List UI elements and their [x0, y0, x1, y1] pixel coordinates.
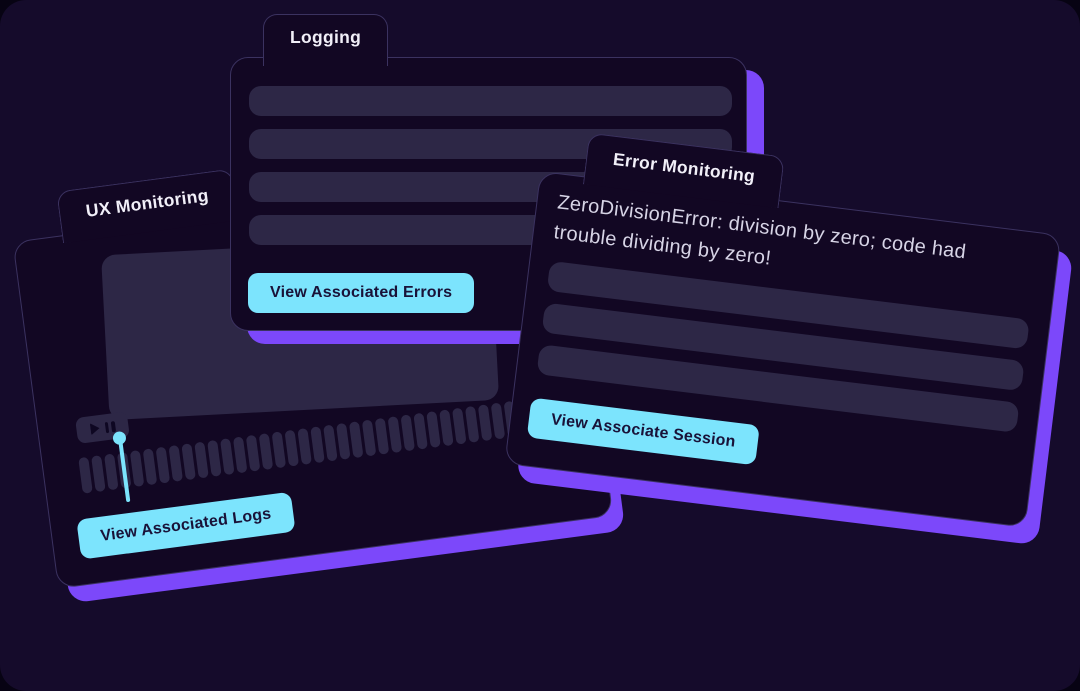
stack-trace-placeholder [505, 172, 1060, 527]
timeline-tick [219, 438, 235, 476]
playhead-line [117, 439, 130, 503]
timeline-tick [245, 434, 261, 472]
timeline-tick [129, 450, 145, 488]
timeline-tick [374, 417, 390, 455]
timeline-tick [155, 446, 171, 484]
timeline-tick [451, 407, 467, 445]
timeline-tick [284, 429, 300, 467]
timeline-tick [91, 455, 106, 493]
timeline-tick [439, 409, 454, 447]
timeline-tick [387, 416, 403, 454]
play-icon [89, 422, 100, 436]
timeline-tick [78, 456, 93, 494]
timeline-tick [477, 404, 493, 442]
tab-logging[interactable]: Logging [263, 14, 389, 66]
tab-logging-label: Logging [290, 27, 362, 47]
timeline-tick [335, 422, 351, 460]
timeline-tick [297, 427, 312, 465]
timeline-tick [464, 405, 480, 443]
timeline-tick [258, 433, 274, 471]
timeline-tick [413, 412, 428, 450]
tab-ux-monitoring-label: UX Monitoring [84, 184, 210, 221]
timeline-tick [181, 443, 196, 481]
timeline-tick [310, 426, 325, 464]
tab-error-monitoring-label: Error Monitoring [612, 148, 757, 187]
pause-icon [104, 420, 116, 433]
timeline-tick [361, 419, 377, 457]
timeline-tick [426, 410, 441, 448]
timeline-tick [271, 431, 287, 469]
error-monitoring-card: Error Monitoring ZeroDivisionError: divi… [504, 127, 1074, 546]
placeholder-bar [249, 86, 732, 116]
timeline-tick [490, 402, 506, 440]
view-associated-errors-button[interactable]: View Associated Errors [248, 273, 475, 313]
timeline-tick [142, 448, 158, 486]
timeline-tick [400, 414, 416, 452]
view-associated-logs-button[interactable]: View Associated Logs [76, 491, 296, 560]
timeline-tick [194, 441, 209, 479]
timeline-tick [168, 444, 184, 482]
timeline-tick [232, 436, 248, 474]
timeline-tick [323, 424, 338, 462]
timeline-tick [207, 439, 222, 477]
timeline-tick [348, 421, 364, 459]
